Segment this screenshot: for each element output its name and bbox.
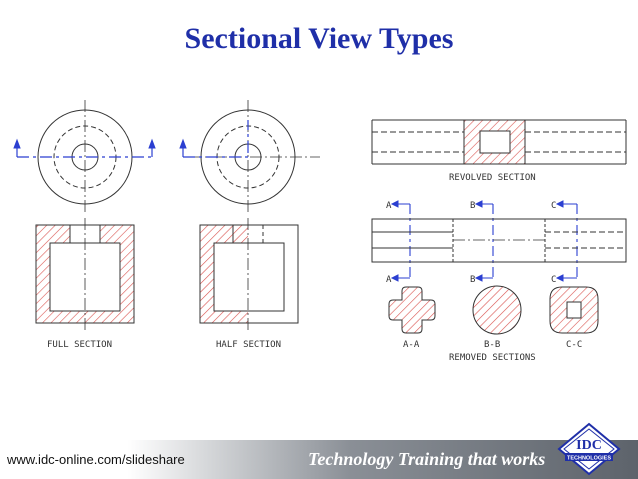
cut-label-b-top: B [470, 201, 475, 211]
cut-label-a-top: A [386, 201, 392, 211]
half-section-view: HALF SECTION [179, 100, 320, 350]
section-aa-label: A-A [403, 340, 420, 350]
cut-label-c-top: C [551, 201, 556, 211]
revolved-section-label: REVOLVED SECTION [449, 173, 536, 183]
section-cc-label: C-C [566, 340, 582, 350]
full-section-label: FULL SECTION [47, 340, 112, 350]
removed-sections-label: REMOVED SECTIONS [449, 353, 536, 363]
idc-logo: IDC TECHNOLOGIES [557, 422, 621, 476]
section-aa-cross [388, 286, 436, 334]
cut-label-c-bottom: C [551, 275, 556, 285]
footer-url: www.idc-online.com/slideshare [7, 452, 185, 467]
cut-label-b-bottom: B [470, 275, 475, 285]
logo-text: IDC [576, 438, 602, 453]
logo-subtext: TECHNOLOGIES [567, 456, 611, 462]
half-section-hatched-body [200, 225, 248, 323]
removed-sections-view: A B C A B C [371, 200, 627, 363]
removed-shaft-outline [371, 218, 627, 263]
revolved-section-view: REVOLVED SECTION [371, 119, 627, 183]
half-section-label: HALF SECTION [216, 340, 281, 350]
footer-bar [0, 440, 638, 479]
revolved-section-hatch [464, 120, 525, 164]
full-section-view: FULL SECTION [13, 100, 156, 350]
cut-label-a-bottom: A [386, 275, 392, 285]
section-bb-circle [472, 285, 522, 335]
footer-tagline: Technology Training that works [308, 449, 546, 469]
section-bb-label: B-B [484, 340, 500, 350]
half-cutting-plane-line [183, 120, 249, 158]
sectional-views-diagram: FULL SECTION HALF SECTION REVOLVED SE [13, 100, 627, 363]
slide-title: Sectional View Types [184, 22, 454, 55]
full-section-hatched-body [36, 225, 134, 323]
